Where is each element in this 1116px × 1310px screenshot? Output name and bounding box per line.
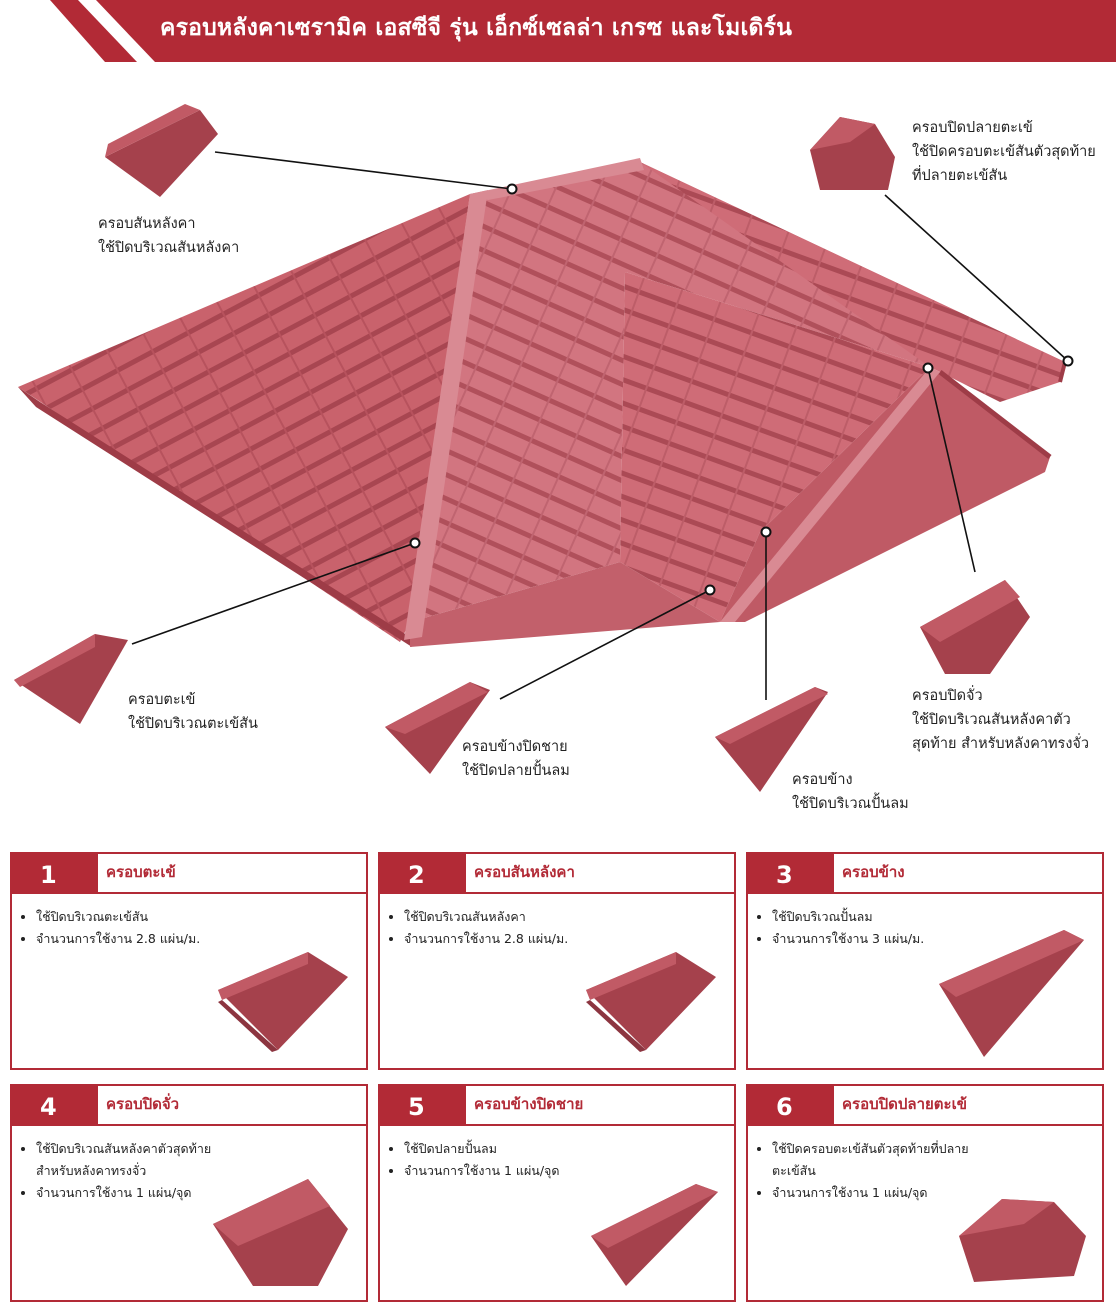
card-bullet: จำนวนการใช้งาน 1 แผ่น/จุด — [36, 1182, 246, 1204]
callout-barge-end-desc: ใช้ปิดปลายปั้นลม — [462, 763, 570, 779]
marker-barge — [760, 526, 772, 538]
callout-barge-title: ครอบข้าง — [792, 772, 853, 788]
card-bullet: จำนวนการใช้งาน 2.8 แผ่น/ม. — [404, 928, 614, 950]
callout-hip-end-title: ครอบปิดปลายตะเข้ — [912, 120, 1033, 136]
hip-tile-illustration — [14, 634, 128, 724]
barge-tile-illustration — [715, 687, 828, 792]
marker-barge-end — [704, 584, 716, 596]
marker-hip — [409, 537, 421, 549]
barge-end-tile-illustration — [385, 682, 490, 774]
barge-edge — [720, 367, 940, 622]
card-bullet: ใช้ปิดบริเวณตะเข้สัน — [36, 906, 246, 928]
callout-hip-desc: ใช้ปิดบริเวณตะเข้สัน — [128, 716, 258, 732]
header-banner: ครอบหลังคาเซรามิค เอสซีจี รุ่น เอ็กซ์เซล… — [0, 0, 1116, 62]
marker-gable-end — [922, 362, 934, 374]
card-bullet: จำนวนการใช้งาน 3 แผ่น/ม. — [772, 928, 982, 950]
callout-gable-end-desc-2: สุดท้าย สำหรับหลังคาทรงจั่ว — [912, 736, 1090, 752]
card-title: ครอบข้างปิดชาย — [466, 1086, 734, 1126]
gable-end-tile-image — [213, 1179, 348, 1286]
callout-ridge-desc: ใช้ปิดบริเวณสันหลังคา — [98, 240, 240, 256]
card-bullet: จำนวนการใช้งาน 1 แผ่น/จุด — [772, 1182, 982, 1204]
roof-illustration — [14, 104, 1074, 792]
gable-end-tile-illustration — [920, 580, 1030, 674]
product-card-barge-end: 5 ครอบข้างปิดชาย ใช้ปิดปลายปั้นลม จำนวนก… — [378, 1084, 736, 1302]
roof-wing-plane — [620, 272, 930, 622]
callout-barge-desc: ใช้ปิดบริเวณปั้นลม — [792, 796, 909, 812]
card-number: 5 — [380, 1086, 466, 1126]
card-bullet: ใช้ปิดบริเวณสันหลังคาตัวสุดท้าย สำหรับหล… — [36, 1138, 246, 1182]
marker-ridge — [506, 183, 518, 195]
callout-barge-end-title: ครอบข้างปิดชาย — [462, 739, 568, 755]
card-bullets: ใช้ปิดบริเวณสันหลังคา จำนวนการใช้งาน 2.8… — [390, 906, 614, 950]
product-card-hip-end: 6 ครอบปิดปลายตะเข้ ใช้ปิดครอบตะเข้สันตัว… — [746, 1084, 1104, 1302]
card-number: 3 — [748, 854, 834, 894]
card-bullet: ใช้ปิดบริเวณปั้นลม — [772, 906, 982, 928]
card-bullets: ใช้ปิดบริเวณตะเข้สัน จำนวนการใช้งาน 2.8 … — [22, 906, 246, 950]
card-bullet: ใช้ปิดครอบตะเข้สันตัวสุดท้ายที่ปลายตะเข้… — [772, 1138, 982, 1182]
callout-hip: ครอบตะเข้ ใช้ปิดบริเวณตะเข้สัน — [128, 688, 258, 736]
callout-barge: ครอบข้าง ใช้ปิดบริเวณปั้นลม — [792, 768, 909, 816]
hip-end-tile-illustration — [810, 117, 895, 190]
roof-left-plane — [18, 194, 470, 642]
product-card-gable-end: 4 ครอบปิดจั่ว ใช้ปิดบริเวณสันหลังคาตัวสุ… — [10, 1084, 368, 1302]
callout-gable-end-title: ครอบปิดจั่ว — [912, 688, 983, 704]
card-bullets: ใช้ปิดครอบตะเข้สันตัวสุดท้ายที่ปลายตะเข้… — [758, 1138, 982, 1204]
product-card-ridge: 2 ครอบสันหลังคา ใช้ปิดบริเวณสันหลังคา จำ… — [378, 852, 736, 1070]
roof-main-plane — [410, 162, 1065, 622]
page-title: ครอบหลังคาเซรามิค เอสซีจี รุ่น เอ็กซ์เซล… — [160, 15, 793, 41]
card-bullet: จำนวนการใช้งาน 1 แผ่น/จุด — [404, 1160, 614, 1182]
card-number: 6 — [748, 1086, 834, 1126]
ridge-tile-image — [586, 952, 716, 1052]
card-title: ครอบปิดจั่ว — [98, 1086, 366, 1126]
roof-diagram: ครอบสันหลังคา ใช้ปิดบริเวณสันหลังคา ครอบ… — [0, 62, 1116, 842]
header-background — [50, 0, 1116, 62]
callout-barge-end: ครอบข้างปิดชาย ใช้ปิดปลายปั้นลม — [462, 735, 570, 783]
card-title: ครอบข้าง — [834, 854, 1102, 894]
product-card-hip: 1 ครอบตะเข้ ใช้ปิดบริเวณตะเข้สัน จำนวนกา… — [10, 852, 368, 1070]
hip-tile-image — [218, 952, 348, 1052]
card-title: ครอบปิดปลายตะเข้ — [834, 1086, 1102, 1126]
card-number: 4 — [12, 1086, 98, 1126]
card-bullet: ใช้ปิดบริเวณสันหลังคา — [404, 906, 614, 928]
gable-end-wall — [720, 367, 1050, 622]
callout-hip-end-desc-2: ที่ปลายตะเข้สัน — [912, 168, 1008, 184]
card-title: ครอบตะเข้ — [98, 854, 366, 894]
hip-ridge — [404, 190, 488, 640]
barge-end-tile-image — [591, 1184, 718, 1286]
card-bullets: ใช้ปิดปลายปั้นลม จำนวนการใช้งาน 1 แผ่น/จ… — [390, 1138, 614, 1182]
callout-gable-end-desc-1: ใช้ปิดบริเวณสันหลังคาตัว — [912, 712, 1071, 728]
callout-gable-end: ครอบปิดจั่ว ใช้ปิดบริเวณสันหลังคาตัว สุด… — [912, 684, 1089, 756]
marker-hip-end — [1062, 355, 1074, 367]
card-bullets: ใช้ปิดบริเวณปั้นลม จำนวนการใช้งาน 3 แผ่น… — [758, 906, 982, 950]
callout-hip-end-desc-1: ใช้ปิดครอบตะเข้สันตัวสุดท้าย — [912, 144, 1096, 160]
callout-hip-title: ครอบตะเข้ — [128, 692, 196, 708]
ridge-tile-illustration — [105, 104, 218, 197]
card-bullet: ใช้ปิดปลายปั้นลม — [404, 1138, 614, 1160]
product-card-barge: 3 ครอบข้าง ใช้ปิดบริเวณปั้นลม จำนวนการใช… — [746, 852, 1104, 1070]
barge-tile-image — [939, 930, 1084, 1057]
card-bullet: จำนวนการใช้งาน 2.8 แผ่น/ม. — [36, 928, 246, 950]
hip-end-tile-image — [959, 1199, 1086, 1282]
card-number: 1 — [12, 854, 98, 894]
card-bullets: ใช้ปิดบริเวณสันหลังคาตัวสุดท้าย สำหรับหล… — [22, 1138, 246, 1204]
card-title: ครอบสันหลังคา — [466, 854, 734, 894]
callout-ridge: ครอบสันหลังคา ใช้ปิดบริเวณสันหลังคา — [98, 212, 239, 260]
card-number: 2 — [380, 854, 466, 894]
callout-hip-end: ครอบปิดปลายตะเข้ ใช้ปิดครอบตะเข้สันตัวสุ… — [912, 116, 1096, 188]
callout-ridge-title: ครอบสันหลังคา — [98, 216, 196, 232]
